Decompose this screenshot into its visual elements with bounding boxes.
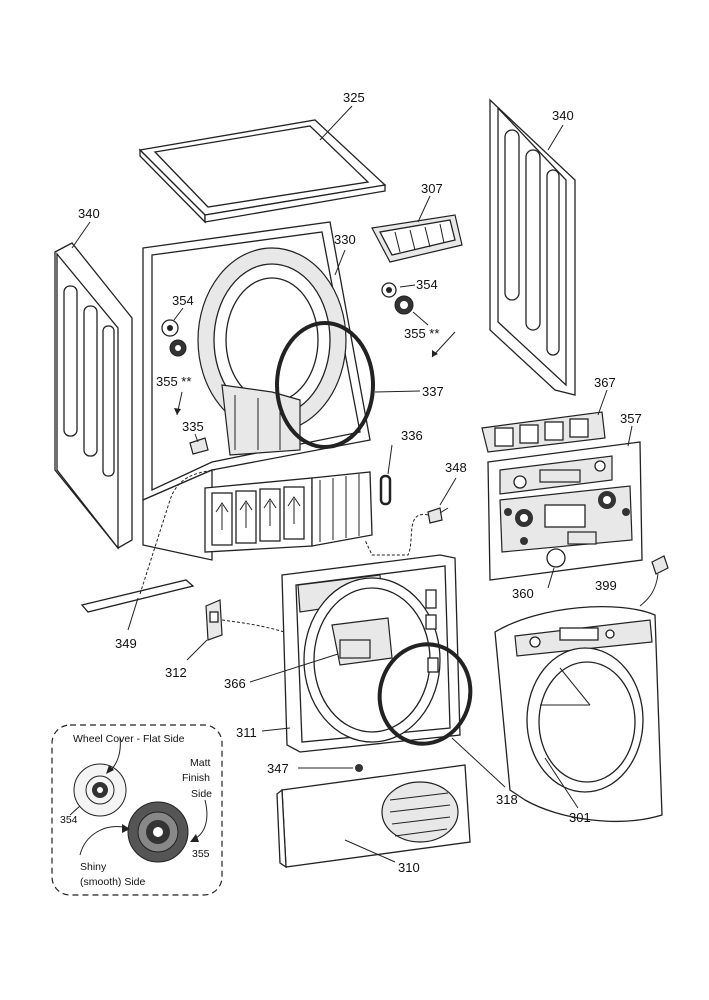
part-340-left-side-panel [54, 242, 133, 550]
part-336-thermostat [379, 474, 392, 506]
callout-349: 349 [115, 636, 137, 651]
inset-side: Side [191, 788, 212, 800]
part-318-door-gasket [377, 642, 473, 746]
callout-355-right: 355 ** [404, 326, 439, 341]
callout-318: 318 [496, 792, 518, 807]
part-325-top-panel [138, 119, 387, 224]
part-310-kick-plate [276, 764, 471, 869]
part-301-front-bezel [494, 606, 663, 822]
part-335-clip [189, 437, 209, 455]
wheel-cover-inset [51, 724, 223, 896]
callout-330: 330 [334, 232, 356, 247]
part-337-drum-seal [275, 321, 375, 449]
part-355-wheel-left [169, 339, 187, 357]
inset-matt: Matt [190, 757, 211, 769]
part-355-wheel-right [394, 295, 414, 315]
inset-title: Wheel Cover - Flat Side [73, 733, 185, 745]
callout-336: 336 [401, 428, 423, 443]
part-340-right-side-panel [489, 98, 576, 396]
callout-340-right: 340 [552, 108, 574, 123]
part-399-connector [639, 555, 669, 607]
part-354-wheel-cover-right [381, 282, 397, 298]
callout-354-right: 354 [416, 277, 438, 292]
callout-311: 311 [236, 725, 257, 740]
part-347-screw [355, 764, 363, 772]
part-357-control-board [487, 441, 643, 581]
callout-301: 301 [569, 810, 591, 825]
callout-366: 366 [224, 676, 246, 691]
part-312-door-lock [205, 599, 223, 641]
callout-399: 399 [595, 578, 617, 593]
callout-335: 335 [182, 419, 204, 434]
callout-347: 347 [267, 761, 289, 776]
callout-325: 325 [343, 90, 365, 105]
callout-337: 337 [422, 384, 444, 399]
part-349-strip [80, 579, 195, 613]
inset-shiny: Shiny [80, 861, 107, 873]
callout-354-left: 354 [172, 293, 194, 308]
callout-310: 310 [398, 860, 420, 875]
callout-360: 360 [512, 586, 534, 601]
callout-355-left: 355 ** [156, 374, 191, 389]
inset-finish: Finish [182, 772, 210, 784]
callout-367: 367 [594, 375, 616, 390]
inset-355: 355 [192, 848, 210, 860]
callout-357: 357 [620, 411, 642, 426]
part-367-filter-housing [481, 411, 606, 453]
callout-340-left: 340 [78, 206, 100, 221]
callout-labels: 325 340 340 307 330 354 355 ** 354 355 *… [78, 90, 642, 875]
rear-duct-panel [204, 471, 373, 553]
part-348-sensor [427, 507, 449, 524]
inset-labels: Wheel Cover - Flat Side Matt Finish Side… [60, 733, 212, 888]
callout-348: 348 [445, 460, 467, 475]
callout-312: 312 [165, 665, 187, 680]
inset-smooth: (smooth) Side [80, 876, 146, 888]
callout-307: 307 [421, 181, 443, 196]
part-307-lint-filter [371, 214, 463, 263]
part-311-front-panel [281, 554, 461, 753]
part-354-wheel-cover-left [161, 319, 179, 337]
inset-354: 354 [60, 814, 78, 826]
